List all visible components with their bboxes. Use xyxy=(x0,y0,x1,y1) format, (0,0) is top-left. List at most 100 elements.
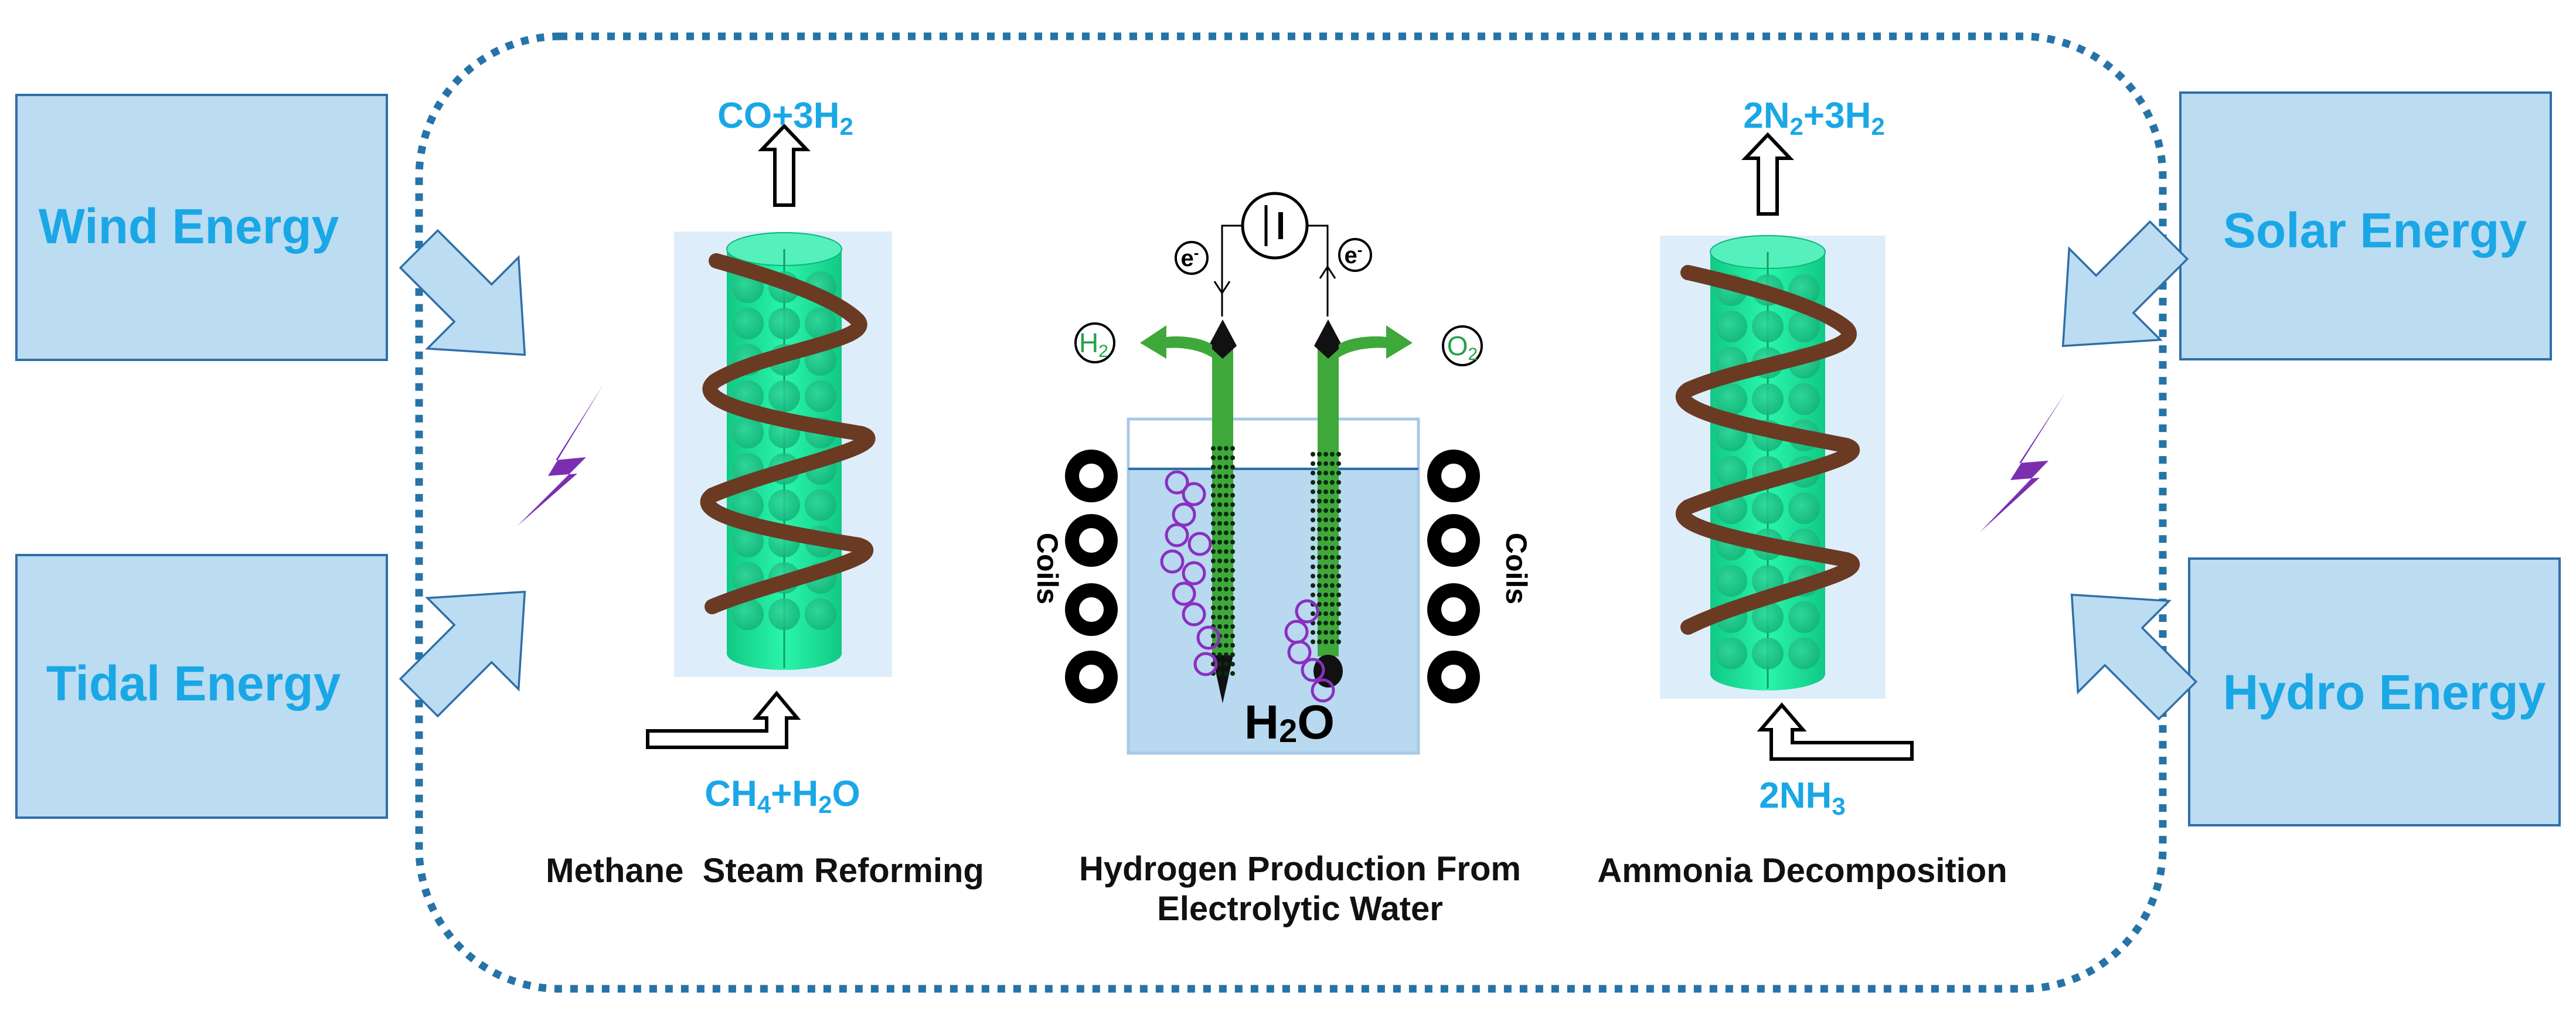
electrode-particle xyxy=(1230,446,1235,451)
electrode-particle xyxy=(1317,602,1322,607)
electrode-particle xyxy=(1330,630,1335,635)
electrode-particle xyxy=(1336,583,1341,588)
electrode-particle xyxy=(1330,621,1335,625)
electrode-particle xyxy=(1230,474,1235,479)
electrode-particle xyxy=(1336,489,1341,494)
electrode-particle xyxy=(1211,521,1216,526)
electrode-particle xyxy=(1211,549,1216,554)
process-boundary xyxy=(415,32,2167,993)
electrode-particle xyxy=(1230,671,1235,676)
electrode-particle xyxy=(1323,499,1328,503)
electrode-particle xyxy=(1323,555,1328,560)
lightning-left-icon xyxy=(517,384,604,526)
electrode-particle xyxy=(1217,465,1222,469)
electrode-particle xyxy=(1323,546,1328,550)
electrode-particle xyxy=(1211,484,1216,488)
electrode-particle xyxy=(1230,577,1235,582)
electrode-particle xyxy=(1217,624,1222,629)
catalyst-bead xyxy=(732,489,764,521)
electrode-particle xyxy=(1311,630,1315,635)
electrode-particle xyxy=(1317,461,1322,466)
catalyst-bead xyxy=(1752,638,1784,669)
catalyst-bead xyxy=(1752,383,1784,415)
electrode-particle xyxy=(1211,502,1216,507)
electrode-particle xyxy=(1211,577,1216,582)
electrode-particle xyxy=(1311,564,1315,569)
electrode-particle xyxy=(1317,564,1322,569)
hydro-energy-box: Hydro Energy xyxy=(2188,557,2561,826)
catalyst-bead xyxy=(1752,311,1784,342)
electrode-particle xyxy=(1224,671,1229,676)
methane-product-formula: CO+3H2 xyxy=(717,96,853,140)
electrode-particle xyxy=(1311,583,1315,588)
catalyst-bead xyxy=(1752,492,1784,524)
coils-left-icon xyxy=(1065,450,1118,703)
electrode-particle xyxy=(1323,611,1328,616)
electrode-particle xyxy=(1336,546,1341,550)
electrode-particle xyxy=(1211,559,1216,563)
electrode-particle xyxy=(1211,634,1216,638)
electrode-particle xyxy=(1211,474,1216,479)
coil-ring-icon xyxy=(1065,583,1118,636)
catalyst-bead xyxy=(805,489,836,521)
electrode-particle xyxy=(1230,587,1235,591)
electrode-particle xyxy=(1311,452,1315,457)
coil-ring-icon xyxy=(1065,450,1118,502)
electrode-particle xyxy=(1311,461,1315,466)
wind-arrow-icon xyxy=(399,229,526,356)
catalyst-bead xyxy=(732,526,764,557)
methane-caption: Methane Steam Reforming xyxy=(546,852,984,890)
electron-left-icon xyxy=(1175,241,1209,275)
electrode-particle xyxy=(1311,499,1315,503)
electrode-particle xyxy=(1311,611,1315,616)
methane-input-arrow-icon xyxy=(646,690,801,749)
methane-input-formula: CH4+H2O xyxy=(705,774,860,818)
electrode-particle xyxy=(1317,480,1322,485)
electrode-particle xyxy=(1330,602,1335,607)
o2-label: O2 xyxy=(1447,331,1478,364)
catalyst-bead xyxy=(768,308,800,339)
gas-bubble xyxy=(1160,549,1185,574)
catalyst-bead xyxy=(805,380,836,412)
electrode-particle xyxy=(1323,527,1328,532)
electrode-particle xyxy=(1224,587,1229,591)
coil-ring-icon xyxy=(1427,450,1480,502)
electrode-particle xyxy=(1336,555,1341,560)
electrode-particle xyxy=(1217,446,1222,451)
cathode xyxy=(1212,346,1233,656)
electrode-particle xyxy=(1230,643,1235,648)
electrode-particle xyxy=(1317,574,1322,579)
electrode-particle xyxy=(1224,540,1229,545)
electrode-particle xyxy=(1330,639,1335,644)
solar-energy-box: Solar Energy xyxy=(2179,91,2552,360)
electrode-particle xyxy=(1217,605,1222,610)
electrode-particle xyxy=(1323,471,1328,475)
methane-output-arrow-icon xyxy=(758,123,811,207)
ammonia-output-arrow-icon xyxy=(1741,132,1794,216)
catalyst-bead xyxy=(1788,492,1820,524)
electrode-particle xyxy=(1217,484,1222,488)
electrode-particle xyxy=(1323,452,1328,457)
wind-energy-label: Wind Energy xyxy=(39,199,339,254)
lightning-right-icon xyxy=(1980,392,2066,532)
electrode-particle xyxy=(1330,583,1335,588)
electrode-particle xyxy=(1211,455,1216,460)
electrode-particle xyxy=(1330,461,1335,466)
electrode-particle xyxy=(1224,484,1229,488)
electrode-particle xyxy=(1311,639,1315,644)
electrode-particle xyxy=(1323,593,1328,597)
electrode-particle xyxy=(1317,527,1322,532)
water-formula: H2O xyxy=(1244,696,1335,749)
gas-bubble xyxy=(1165,523,1189,547)
coil-ring-icon xyxy=(1427,514,1480,567)
electrode-particle xyxy=(1217,568,1222,573)
tidal-energy-box: Tidal Energy xyxy=(15,554,388,819)
electrode-particle xyxy=(1311,480,1315,485)
electrode-particle xyxy=(1323,508,1328,513)
electrode-particle xyxy=(1217,512,1222,516)
electrode-particle xyxy=(1230,662,1235,666)
coil-ring-icon xyxy=(1427,583,1480,636)
electrode-particle xyxy=(1211,662,1216,666)
electrode-particle xyxy=(1211,596,1216,601)
electrode-particle xyxy=(1230,521,1235,526)
